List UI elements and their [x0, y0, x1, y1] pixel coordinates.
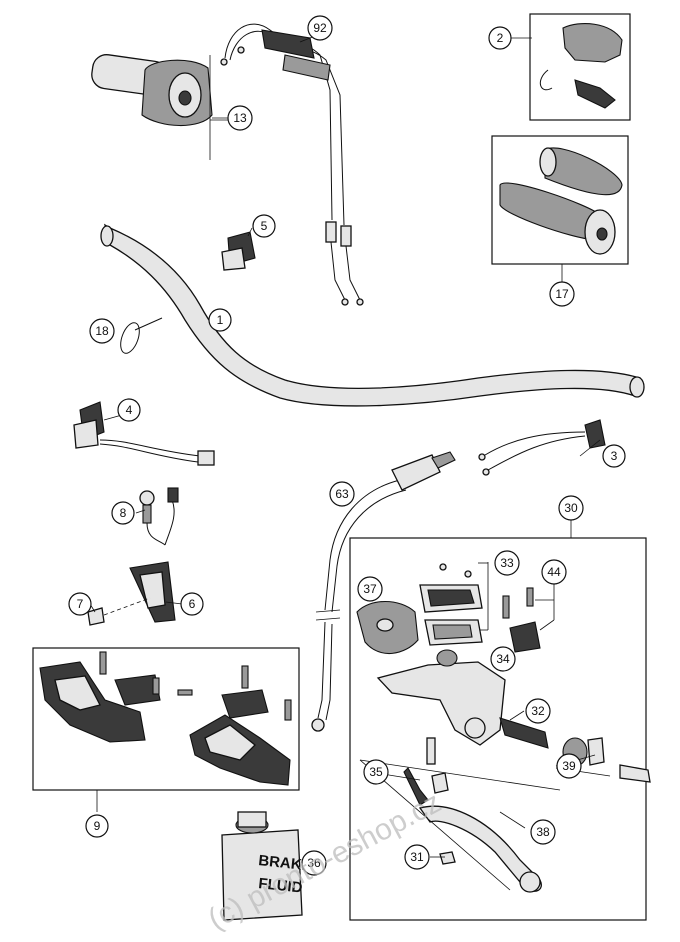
svg-text:7: 7 [77, 597, 84, 611]
handguard-mount-hardware [99, 651, 292, 721]
svg-text:44: 44 [547, 565, 561, 579]
svg-text:3: 3 [611, 449, 618, 463]
callout-34: 34 [490, 646, 516, 672]
master-cylinder-box [349, 537, 647, 921]
callout-92: 92 [307, 15, 333, 41]
callout-4: 4 [117, 398, 141, 422]
callout-32: 32 [525, 698, 551, 724]
svg-text:35: 35 [369, 765, 383, 779]
svg-text:33: 33 [500, 556, 514, 570]
svg-text:4: 4 [126, 403, 133, 417]
handlebar-grips [499, 147, 623, 255]
callout-8: 8 [111, 501, 135, 525]
callout-3: 3 [602, 444, 626, 468]
bottle-label-line2: FLUID [258, 875, 304, 897]
svg-text:37: 37 [363, 582, 377, 596]
svg-text:30: 30 [564, 501, 578, 515]
svg-text:2: 2 [497, 31, 504, 45]
svg-text:92: 92 [313, 21, 327, 35]
brake-hose [311, 451, 456, 732]
svg-text:34: 34 [496, 652, 510, 666]
left-switch-assembly [73, 401, 215, 466]
callout-6: 6 [180, 592, 204, 616]
callout-44: 44 [541, 559, 567, 585]
stop-switch-parts [87, 487, 179, 626]
handguard-right [189, 714, 291, 786]
throttle-grip-assembly [91, 54, 228, 160]
svg-text:17: 17 [555, 287, 569, 301]
part-2-box [529, 13, 631, 121]
callout-35: 35 [363, 759, 389, 785]
bottle-label-line1: BRAKE [258, 852, 313, 874]
right-switch-assembly [478, 419, 606, 476]
switch-part-5 [221, 231, 256, 271]
callout-2: 2 [488, 26, 512, 50]
master-cylinder-assembly [356, 563, 651, 893]
callout-30: 30 [558, 495, 584, 521]
callout-13: 13 [227, 105, 253, 131]
brake-fluid-bottle: BRAKE FLUID [221, 811, 313, 921]
svg-text:63: 63 [335, 487, 349, 501]
svg-text:39: 39 [562, 759, 576, 773]
callout-63: 63 [329, 481, 355, 507]
grips-box [491, 135, 629, 265]
callout-37: 37 [357, 576, 383, 602]
callout-7: 7 [68, 592, 92, 616]
svg-text:5: 5 [261, 219, 268, 233]
callout-38: 38 [530, 819, 556, 845]
callout-31: 31 [404, 844, 430, 870]
svg-text:8: 8 [120, 506, 127, 520]
svg-text:1: 1 [217, 313, 224, 327]
callout-5: 5 [252, 214, 276, 238]
callout-9: 9 [85, 814, 109, 838]
svg-text:18: 18 [95, 324, 109, 338]
callout-36: 36 [301, 850, 327, 876]
handguard-left [39, 661, 146, 743]
handguard-box [32, 647, 300, 791]
svg-text:38: 38 [536, 825, 550, 839]
svg-text:32: 32 [531, 704, 545, 718]
throttle-cables [220, 23, 364, 306]
grip-cover-part [539, 23, 623, 109]
callout-1: 1 [208, 308, 232, 332]
cable-tie [120, 317, 163, 354]
svg-text:13: 13 [233, 111, 247, 125]
callout-17: 17 [549, 281, 575, 307]
callout-18: 18 [89, 318, 115, 344]
callout-39: 39 [556, 753, 582, 779]
svg-text:31: 31 [410, 850, 424, 864]
handlebar [100, 223, 645, 407]
svg-text:36: 36 [307, 856, 321, 870]
svg-text:6: 6 [189, 597, 196, 611]
svg-text:9: 9 [94, 819, 101, 833]
callout-33: 33 [494, 550, 520, 576]
